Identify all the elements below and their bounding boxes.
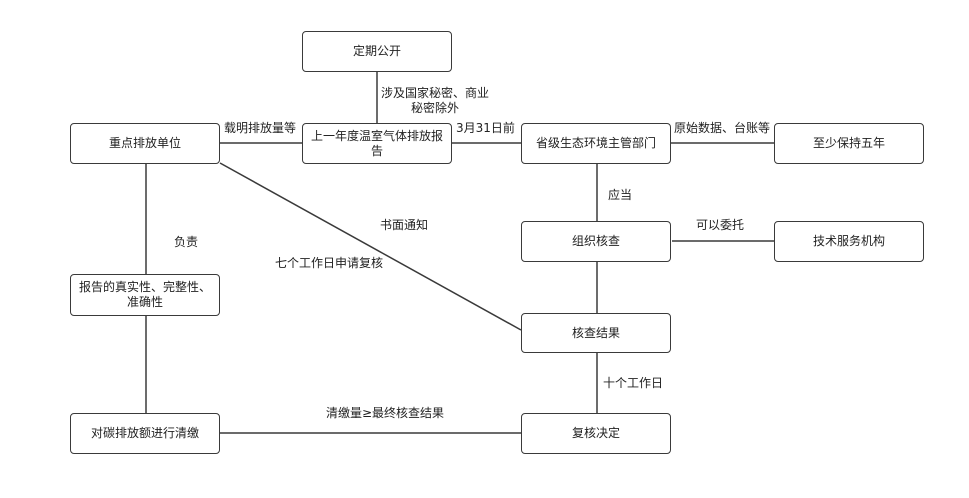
node-truth: 报告的真实性、完整性、准确性 bbox=[70, 274, 220, 316]
label-responsible: 负责 bbox=[174, 235, 199, 249]
node-env-dept: 省级生态环境主管部门 bbox=[521, 123, 671, 164]
node-review: 复核决定 bbox=[521, 413, 671, 454]
node-retain: 至少保持五年 bbox=[774, 123, 924, 164]
node-report: 上一年度温室气体排放报告 bbox=[302, 123, 452, 164]
label-should: 应当 bbox=[608, 188, 633, 202]
node-tech-org: 技术服务机构 bbox=[774, 221, 924, 262]
label-seven-days: 七个工作日申请复核 bbox=[275, 256, 384, 270]
node-result: 核查结果 bbox=[521, 313, 671, 353]
label-secret: 涉及国家秘密、商业秘密除外 bbox=[380, 86, 489, 115]
node-key-unit: 重点排放单位 bbox=[70, 123, 220, 164]
label-deadline: 3月31日前 bbox=[456, 121, 515, 135]
line-unit-result bbox=[219, 162, 522, 331]
node-public: 定期公开 bbox=[302, 31, 452, 72]
label-contains: 载明排放量等 bbox=[224, 121, 297, 135]
label-raw-data: 原始数据、台账等 bbox=[674, 121, 771, 135]
node-verify: 组织核查 bbox=[521, 221, 671, 262]
label-settle-rule: 清缴量≥最终核查结果 bbox=[326, 406, 445, 420]
label-entrust: 可以委托 bbox=[696, 218, 745, 232]
label-ten-days: 十个工作日 bbox=[603, 376, 664, 390]
node-settle: 对碳排放额进行清缴 bbox=[70, 413, 220, 454]
label-written-notice: 书面通知 bbox=[380, 218, 429, 232]
